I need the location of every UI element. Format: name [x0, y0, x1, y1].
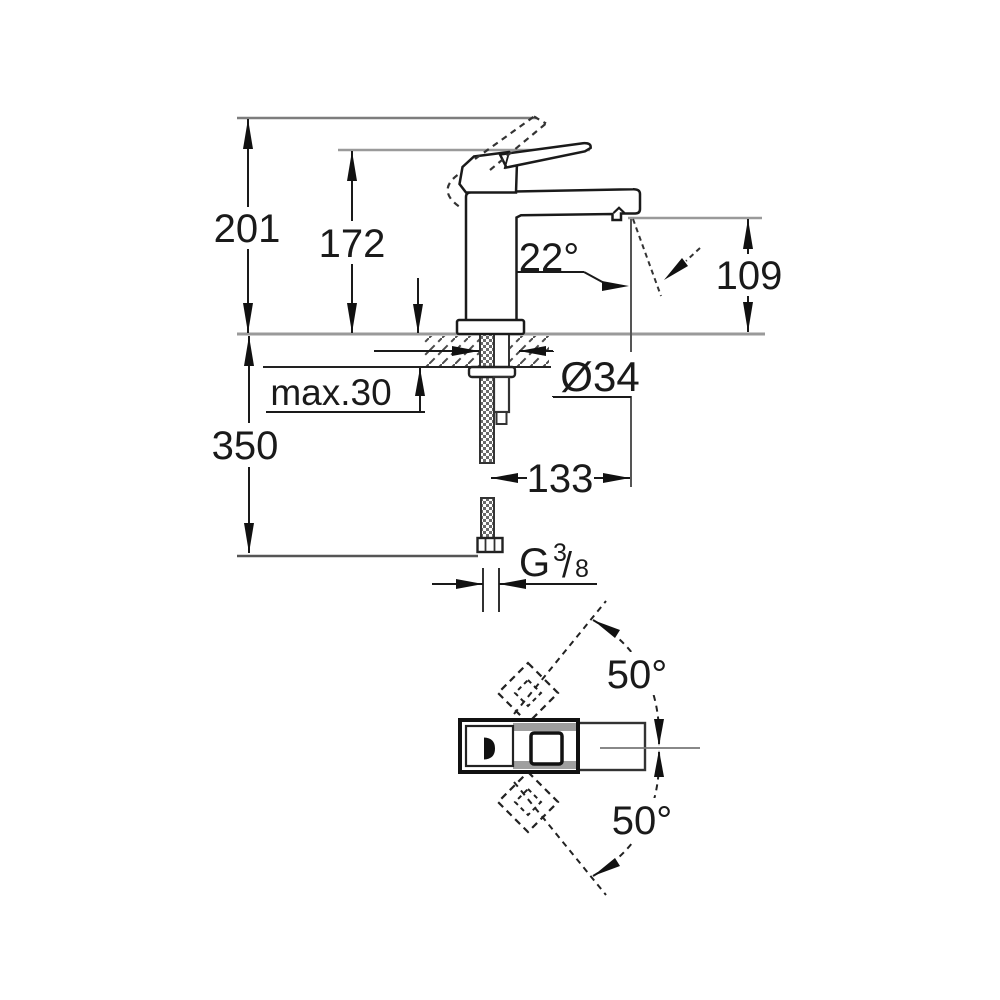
dimension-labels: 201 172 350 109 22° max.30 Ø34 133 G 3 /…: [212, 207, 783, 585]
faucet-base-plate: [455, 318, 526, 336]
dim-handle-height-label: 172: [319, 222, 386, 266]
dim-hole-diameter-label: Ø34: [560, 353, 639, 400]
body-cube-top-view: [529, 731, 564, 766]
hose-nut: [476, 536, 504, 554]
arrow-icon: [415, 368, 425, 396]
handle-swivel-positions-dashed: [496, 600, 607, 896]
label-backgrounds: [212, 207, 781, 499]
swivel-ray-lower: [513, 781, 607, 896]
swivel-arc-arrows: [593, 620, 664, 876]
spout-top-view: [574, 721, 647, 772]
spout-aerator-icon: [612, 206, 626, 214]
dim-spout-height-label: 109: [716, 254, 783, 298]
arrow-icon: [347, 303, 357, 333]
handle-raised-position-dashed: [446, 115, 547, 208]
dim-spout-angle-label: 22°: [519, 236, 580, 280]
arrow-icon: [593, 858, 620, 876]
arrow-icon: [243, 119, 253, 149]
swivel-angle-lower-label: 50°: [612, 799, 673, 843]
handle-edge-shading: [513, 723, 576, 731]
arrow-icon: [593, 620, 620, 638]
arrow-icon: [743, 219, 753, 249]
dim-spout-reach-label: 133: [527, 457, 594, 501]
swivel-angle-upper-label: 50°: [607, 653, 668, 697]
dimension-arrows: [243, 119, 753, 589]
arrow-icon: [654, 719, 664, 746]
thread-denominator-label: 8: [575, 555, 589, 583]
dim-below-deck-label: 350: [212, 424, 279, 468]
mounting-stud-tip: [495, 411, 508, 425]
faucet-top-view: 50° 50°: [458, 600, 700, 896]
arrow-icon: [654, 750, 664, 777]
arrow-icon: [244, 523, 254, 553]
flex-hose-upper: [479, 333, 495, 464]
stream-pointer-line: [685, 247, 701, 262]
thread-g-label: G: [519, 541, 550, 585]
arrow-icon: [347, 151, 357, 181]
arrow-icon: [519, 346, 546, 356]
flex-hose-lower: [480, 497, 495, 539]
arrow-icon: [491, 473, 518, 483]
arrow-icon: [452, 346, 479, 356]
handle-lever: [498, 141, 592, 169]
handle-end-mark-icon: [484, 737, 495, 760]
arrow-icon: [243, 303, 253, 333]
arrow-icon: [456, 579, 483, 589]
mounting-stud: [492, 375, 511, 414]
arrow-icon: [499, 579, 526, 589]
arrow-icon: [603, 473, 630, 483]
thread-slash-label: /: [562, 544, 572, 585]
arrow-icon: [413, 304, 423, 333]
dim-deck-thickness-label: max.30: [270, 372, 391, 413]
arrow-icon: [743, 302, 753, 332]
mounting-washer: [467, 365, 517, 379]
thread-numerator-label: 3: [553, 539, 567, 567]
swivel-ray-upper: [513, 600, 607, 715]
stream-pointer-arrow-icon: [664, 258, 688, 280]
handle-end-cap: [464, 724, 515, 768]
arrow-icon: [602, 281, 629, 291]
angle-label-backgrounds: [601, 652, 680, 841]
mounting-shank: [492, 333, 510, 369]
water-stream-dashed: [632, 218, 662, 297]
faucet-side-view: [446, 115, 642, 336]
arrow-icon: [244, 336, 254, 366]
dim-total-height-label: 201: [214, 207, 281, 251]
